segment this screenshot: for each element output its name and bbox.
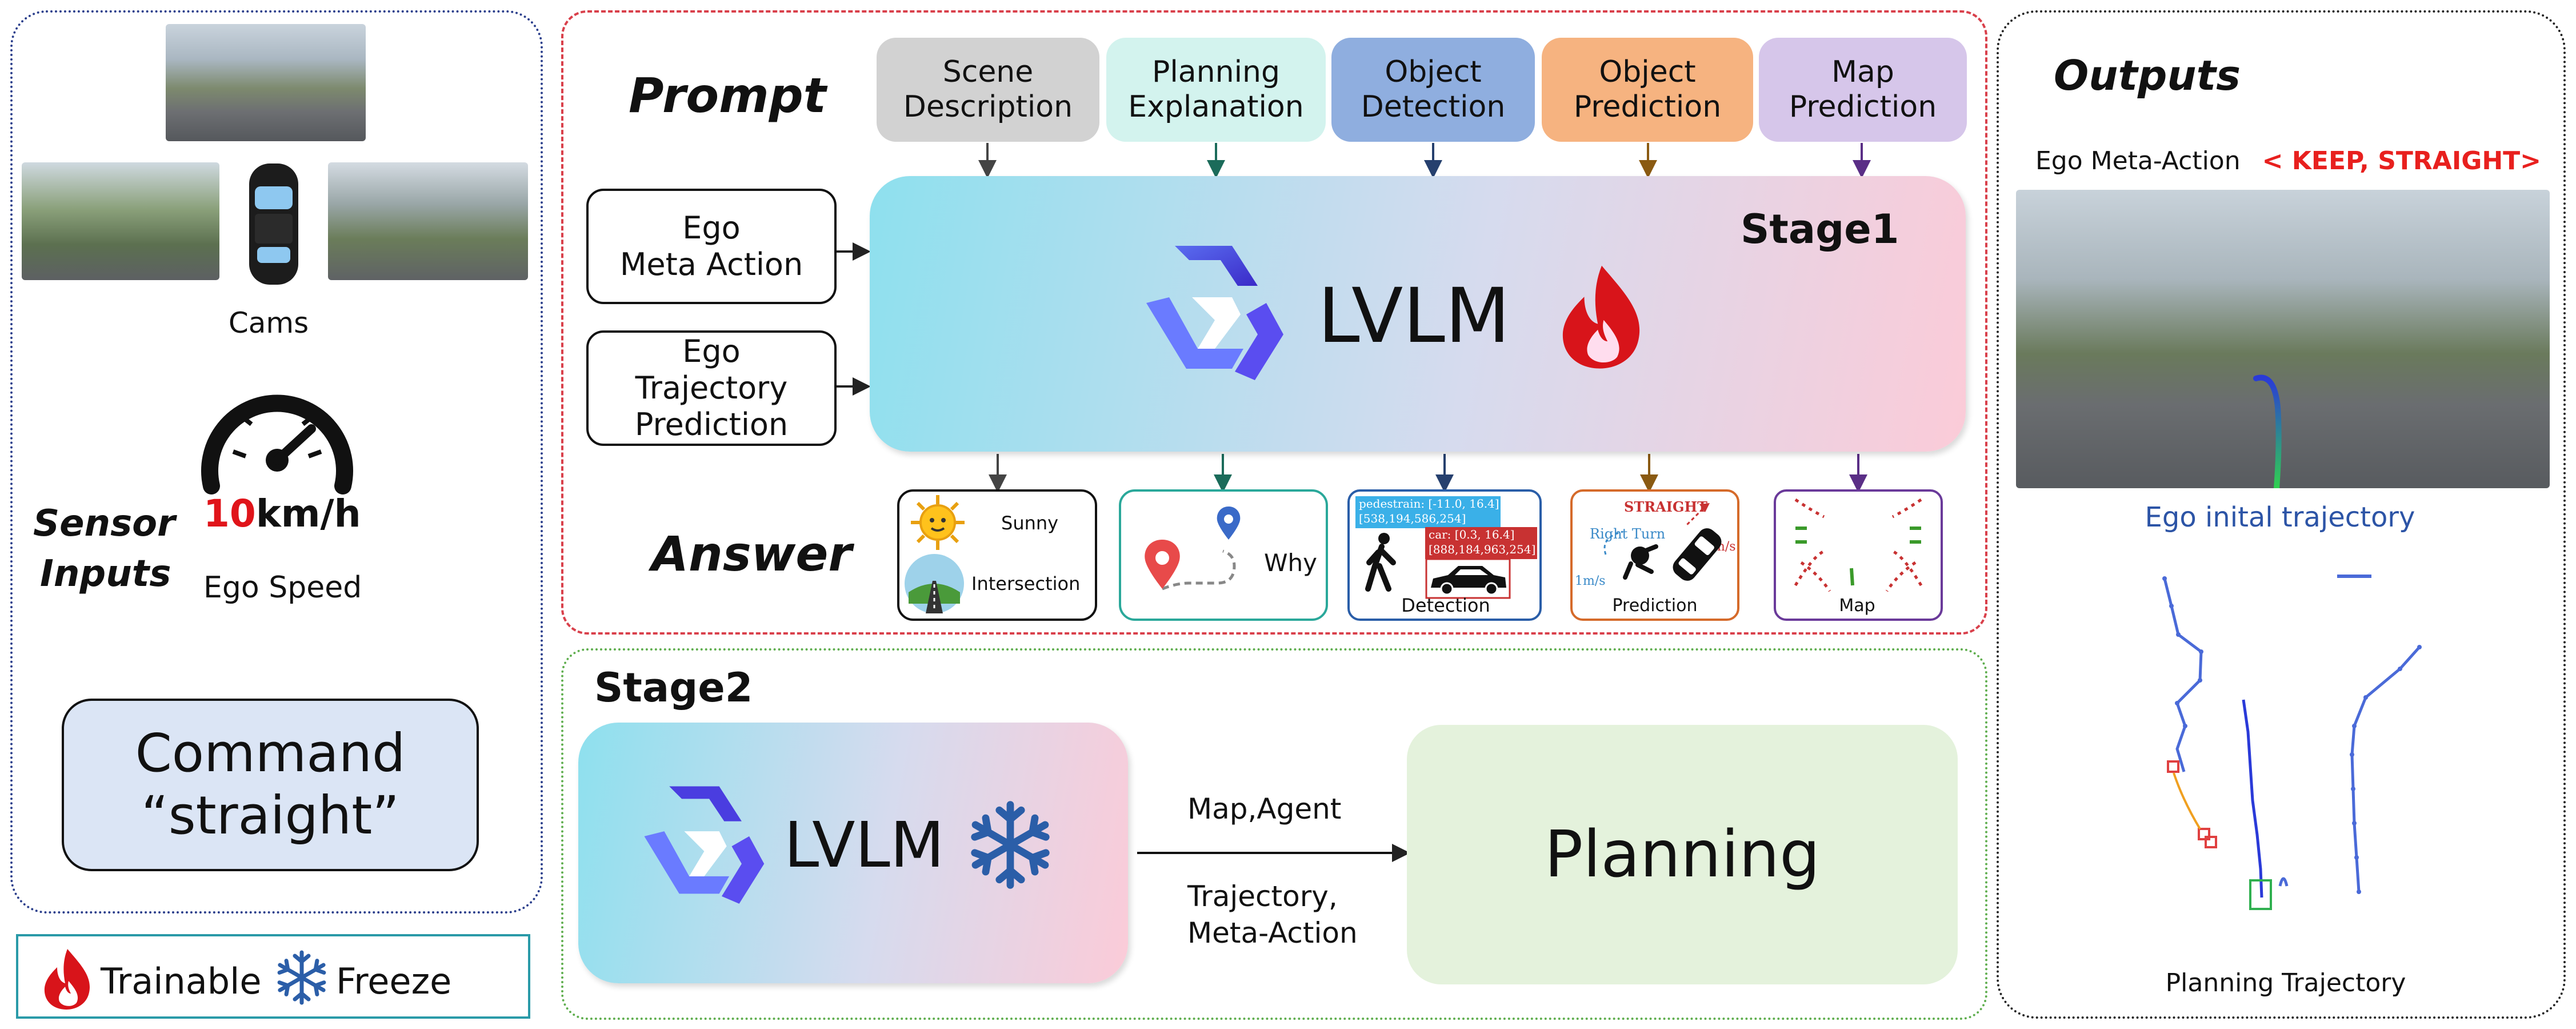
stage2-label: Stage2 [594, 664, 753, 711]
answer-map-tile [1774, 489, 1943, 621]
detection-ped-line1: pedestrain: [-11.0, 16.4] [1359, 497, 1499, 510]
prompt-box-planning-explanation: Planning Explanation [1106, 38, 1326, 142]
left-camera-image [22, 162, 219, 280]
answer-why-label: Why [1264, 549, 1318, 577]
map-lanes-icon [1794, 498, 1923, 592]
planning-trajectory-plot [2162, 575, 2422, 910]
prompt-box-object-prediction: Object Prediction [1542, 38, 1753, 142]
stage2-arrow-bottom-line1: Trajectory, [1187, 880, 1338, 913]
command-line1: Command [135, 723, 406, 784]
lvlm-logo-icon [1146, 246, 1283, 380]
answer-map-label: Map [1839, 596, 1875, 616]
detection-ped-box: pedestrain: [-11.0, 16.4] [538,194,586,2… [1355, 496, 1501, 528]
ego-car-icon [249, 163, 298, 285]
prompt-box-scene-description: Scene Description [877, 38, 1099, 142]
speed-value: 10 [203, 492, 256, 536]
cams-label: Cams [228, 306, 309, 340]
meta-action-readout: Ego Meta-Action < KEEP, STRAIGHT> [2035, 146, 2550, 181]
car-icon [1425, 558, 1511, 599]
prediction-right-turn-label: Right Turn [1590, 526, 1666, 542]
prompt-box-map-prediction: Map Prediction [1759, 38, 1967, 142]
speed-label: Ego Speed [203, 571, 362, 605]
route-icon [1145, 506, 1241, 591]
legend-trainable-label: Trainable [101, 960, 262, 1002]
speed-readout: 10km/h [203, 492, 386, 537]
sensor-inputs-title: Sensor Inputs [33, 498, 193, 613]
freeze-snowflake-icon [971, 801, 1050, 889]
sun-icon [911, 495, 965, 550]
answer-sunny-label: Sunny [1001, 512, 1059, 534]
sensor-title-line2: Inputs [40, 553, 171, 595]
prompt-box-object-detection: Object Detection [1331, 38, 1535, 142]
speed-unit: km/h [255, 492, 361, 536]
sensor-inputs-panel [10, 10, 543, 914]
meta-action-label: Ego Meta-Action [2035, 146, 2241, 176]
road-icon [905, 554, 964, 613]
input-box-ego-trajectory-prediction: Ego Trajectory Prediction [586, 330, 837, 446]
flame-icon [44, 949, 90, 1010]
front-camera-image [166, 24, 366, 141]
meta-action-value: < KEEP, STRAIGHT> [2262, 146, 2542, 176]
detection-car-box: car: [0.3, 16.4] [888,184,963,254] [1425, 527, 1537, 559]
planning-box: Planning [1407, 725, 1958, 984]
stage2-arrow-bottom-label: Trajectory, Meta-Action [1187, 878, 1393, 952]
snowflake-icon [277, 950, 326, 1005]
prediction-straight-label: STRAIGHT [1624, 498, 1708, 515]
lvlm-stage2-logo-icon [644, 786, 765, 904]
speedometer-icon [201, 394, 353, 494]
stage2-arrow-bottom-line2: Meta-Action [1187, 916, 1358, 950]
input-box-ego-meta-action: Ego Meta Action [586, 189, 837, 304]
stage2-panel [561, 648, 1987, 1020]
stage1-label: Stage1 [1741, 206, 1899, 253]
detection-car-line1: car: [0.3, 16.4] [1429, 528, 1515, 541]
trainable-flame-icon [1562, 265, 1640, 369]
right-camera-image [328, 162, 528, 280]
legend-freeze-label: Freeze [336, 960, 452, 1002]
ego-trajectory-overlay [2253, 374, 2282, 488]
prediction-speed2-label: 1m/s [1575, 574, 1606, 588]
lvlm-stage1-box [870, 176, 1966, 452]
prediction-agents-icon [1603, 503, 1722, 581]
answer-intersection-label: Intersection [971, 573, 1081, 595]
stage2-arrow-top-label: Map,Agent [1187, 792, 1342, 825]
legend-box [16, 934, 530, 1019]
planning-trajectory-caption: Planning Trajectory [2165, 968, 2406, 998]
detection-ped-line2: [538,194,586,254] [1359, 512, 1466, 525]
outputs-panel [1997, 10, 2566, 1019]
detection-car-line2: [888,184,963,254] [1429, 543, 1536, 556]
prompt-label: Prompt [629, 67, 826, 123]
output-camera-image [2016, 190, 2550, 488]
answer-detection-label: Detection [1401, 595, 1490, 617]
command-line2: “straight” [141, 785, 399, 846]
sensor-title-line1: Sensor [33, 502, 175, 545]
answer-prediction-label: Prediction [1612, 596, 1698, 616]
pedestrian-icon [1365, 533, 1396, 592]
stage1-panel [561, 10, 1987, 635]
ego-trajectory-caption: Ego inital trajectory [2145, 501, 2415, 533]
outputs-title: Outputs [2054, 51, 2241, 99]
command-box: Command “straight” [62, 699, 479, 871]
answer-label: Answer [651, 526, 852, 582]
lvlm-stage1-label: LVLM [1318, 272, 1510, 360]
lvlm-stage2-label: LVLM [784, 808, 945, 882]
